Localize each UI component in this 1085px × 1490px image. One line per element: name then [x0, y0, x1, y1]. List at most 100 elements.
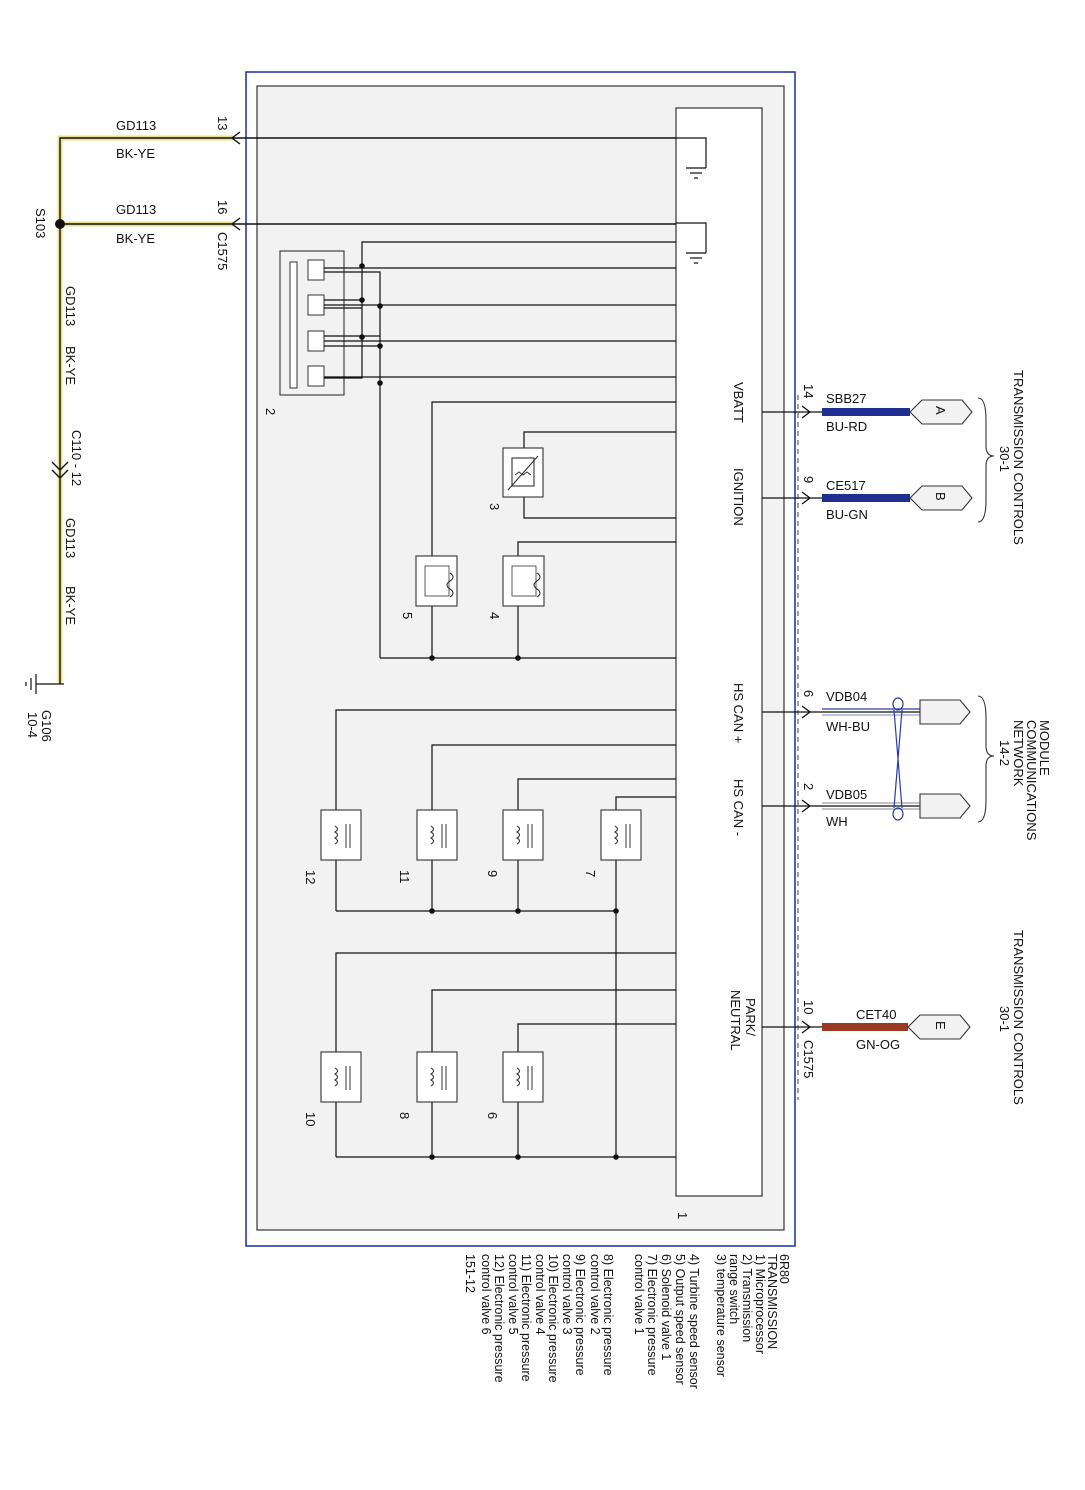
component-label-10: 10 [303, 1112, 318, 1126]
sensor-junctions [429, 655, 521, 661]
right-circuit-cet40: CET40 [856, 1007, 896, 1022]
component-label-5: 5 [400, 612, 415, 619]
range-switch-wiring [324, 241, 676, 658]
component-label-9: 9 [485, 870, 500, 877]
component-label-2: 2 [263, 408, 278, 415]
range-switch-bar [289, 261, 298, 389]
right-circuit-ce517: CE517 [826, 478, 866, 493]
legend-line: control valve 4 [533, 1254, 547, 1335]
legend-line: 151-12 [463, 1254, 477, 1293]
ref-network-line1: MODULE [1037, 720, 1052, 776]
component-label-8: 8 [397, 1112, 412, 1119]
ref-trans-top-title: TRANSMISSION CONTROLS [1011, 370, 1026, 545]
right-pin-10: 10 [801, 1000, 816, 1014]
legend-line: 10) Electronic pressure [546, 1254, 560, 1383]
legend-line: 3) temperature sensor [714, 1254, 728, 1377]
connector-flag-e [907, 1014, 971, 1040]
pin-number-16: 16 [215, 200, 230, 214]
connector-flag-can-plus [919, 699, 971, 725]
run-color-1: BK-YE [63, 346, 78, 385]
ground-wires [57, 135, 676, 684]
inline-connector-symbol [51, 461, 69, 479]
solenoid-valve-6 [502, 1051, 544, 1103]
legend-line: control valve 2 [588, 1254, 602, 1335]
pressure-valve-11 [416, 809, 458, 861]
temperature-sensor [502, 447, 544, 498]
legend-line: 1) Microprocessor [753, 1254, 767, 1354]
wire-cet40-color [822, 1023, 908, 1031]
pressure-valve-12 [320, 809, 362, 861]
connector-flag-e-letter: E [933, 1021, 948, 1030]
reference-braces [977, 397, 995, 823]
right-color-bu-rd: BU-RD [826, 419, 867, 434]
legend-line: 8) Electronic pressure [601, 1254, 615, 1376]
run-color-2: BK-YE [63, 586, 78, 625]
legend-line: 5) Output speed sensor [673, 1254, 687, 1385]
right-pin-14: 14 [801, 384, 816, 398]
right-pin-2: 2 [801, 783, 816, 790]
legend-line: control valve 1 [632, 1254, 646, 1335]
connector-flag-a-letter: A [933, 406, 948, 415]
ref-network-page: 14-2 [997, 740, 1012, 766]
can-wire-colors [822, 708, 920, 810]
wire-sbb27-color [822, 408, 910, 416]
right-pin-6: 6 [801, 690, 816, 697]
pin-label-neutral: NEUTRAL [728, 990, 743, 1051]
component-label-11: 11 [397, 870, 412, 884]
internal-ground-2 [676, 222, 707, 264]
wire-ce517-color [822, 494, 910, 502]
wire-color-bottom: BK-YE [116, 231, 155, 246]
ground-symbol [25, 674, 64, 694]
legend-line: 6) Solenoid valve 1 [659, 1254, 673, 1360]
microprocessor-box [675, 107, 763, 1197]
pressure-valve-9 [502, 809, 544, 861]
ref-trans-bottom-title: TRANSMISSION CONTROLS [1011, 930, 1026, 1105]
pressure-valve-10 [320, 1051, 362, 1103]
ref-trans-top-page: 30-1 [997, 446, 1012, 472]
connector-c1575-left: C1575 [215, 232, 230, 270]
ground-ref-label: 10-4 [25, 712, 40, 738]
wire-circuit-top: GD113 [116, 118, 156, 133]
valve-group2-wiring [335, 952, 676, 1158]
legend-line: range switch [727, 1254, 741, 1324]
range-switch-contacts [307, 259, 325, 387]
component-label-4: 4 [487, 612, 502, 619]
legend-line: 2) Transmission [740, 1254, 754, 1342]
ref-network-line2: COMMUNICATIONS [1024, 720, 1039, 841]
ref-network-line3: NETWORK [1011, 720, 1026, 787]
legend-line: 4) Turbine speed sensor [687, 1254, 701, 1389]
connector-flag-a [909, 399, 973, 425]
legend: 6R80 TRANSMISSION 1) Microprocessor 2) T… [463, 1254, 791, 1389]
legend-line: control valve 6 [479, 1254, 493, 1335]
pin-arrow-16 [230, 217, 241, 231]
connector-flag-b [909, 485, 973, 511]
output-speed-sensor [415, 555, 458, 607]
component-label-12: 12 [303, 870, 318, 884]
splice-dot [55, 219, 65, 229]
right-circuit-vdb04: VDB04 [826, 689, 867, 704]
wire-color-top: BK-YE [116, 146, 155, 161]
pin-number-13: 13 [215, 116, 230, 130]
right-color-gn-og: GN-OG [856, 1037, 900, 1052]
component-label-1: 1 [675, 1212, 690, 1219]
connector-flag-can-minus [919, 793, 971, 819]
ref-trans-bottom-page: 30-1 [997, 1006, 1012, 1032]
pin-label-park: PARK/ [743, 998, 758, 1036]
pin-label-ignition: IGNITION [731, 468, 746, 526]
right-connector-c1575: C1575 [801, 1040, 816, 1078]
valve-group2-junctions [429, 1154, 619, 1160]
component-label-6: 6 [485, 1112, 500, 1119]
pin-label-hs-can-minus: HS CAN - [731, 779, 746, 836]
pressure-valve-7 [600, 809, 642, 861]
pin-label-vbatt: VBATT [731, 382, 746, 423]
pin-arrow-13 [230, 131, 241, 145]
inline-connector-label: C110 - 12 [69, 430, 84, 486]
right-pin-9: 9 [801, 476, 816, 483]
legend-line: 12) Electronic pressure [492, 1254, 506, 1383]
legend-line: 7) Electronic pressure [645, 1254, 659, 1376]
ground-point-label: G106 [39, 710, 54, 742]
legend-line: control valve 5 [506, 1254, 520, 1335]
legend-line: TRANSMISSION [765, 1254, 779, 1349]
legend-line: control valve 3 [560, 1254, 574, 1335]
